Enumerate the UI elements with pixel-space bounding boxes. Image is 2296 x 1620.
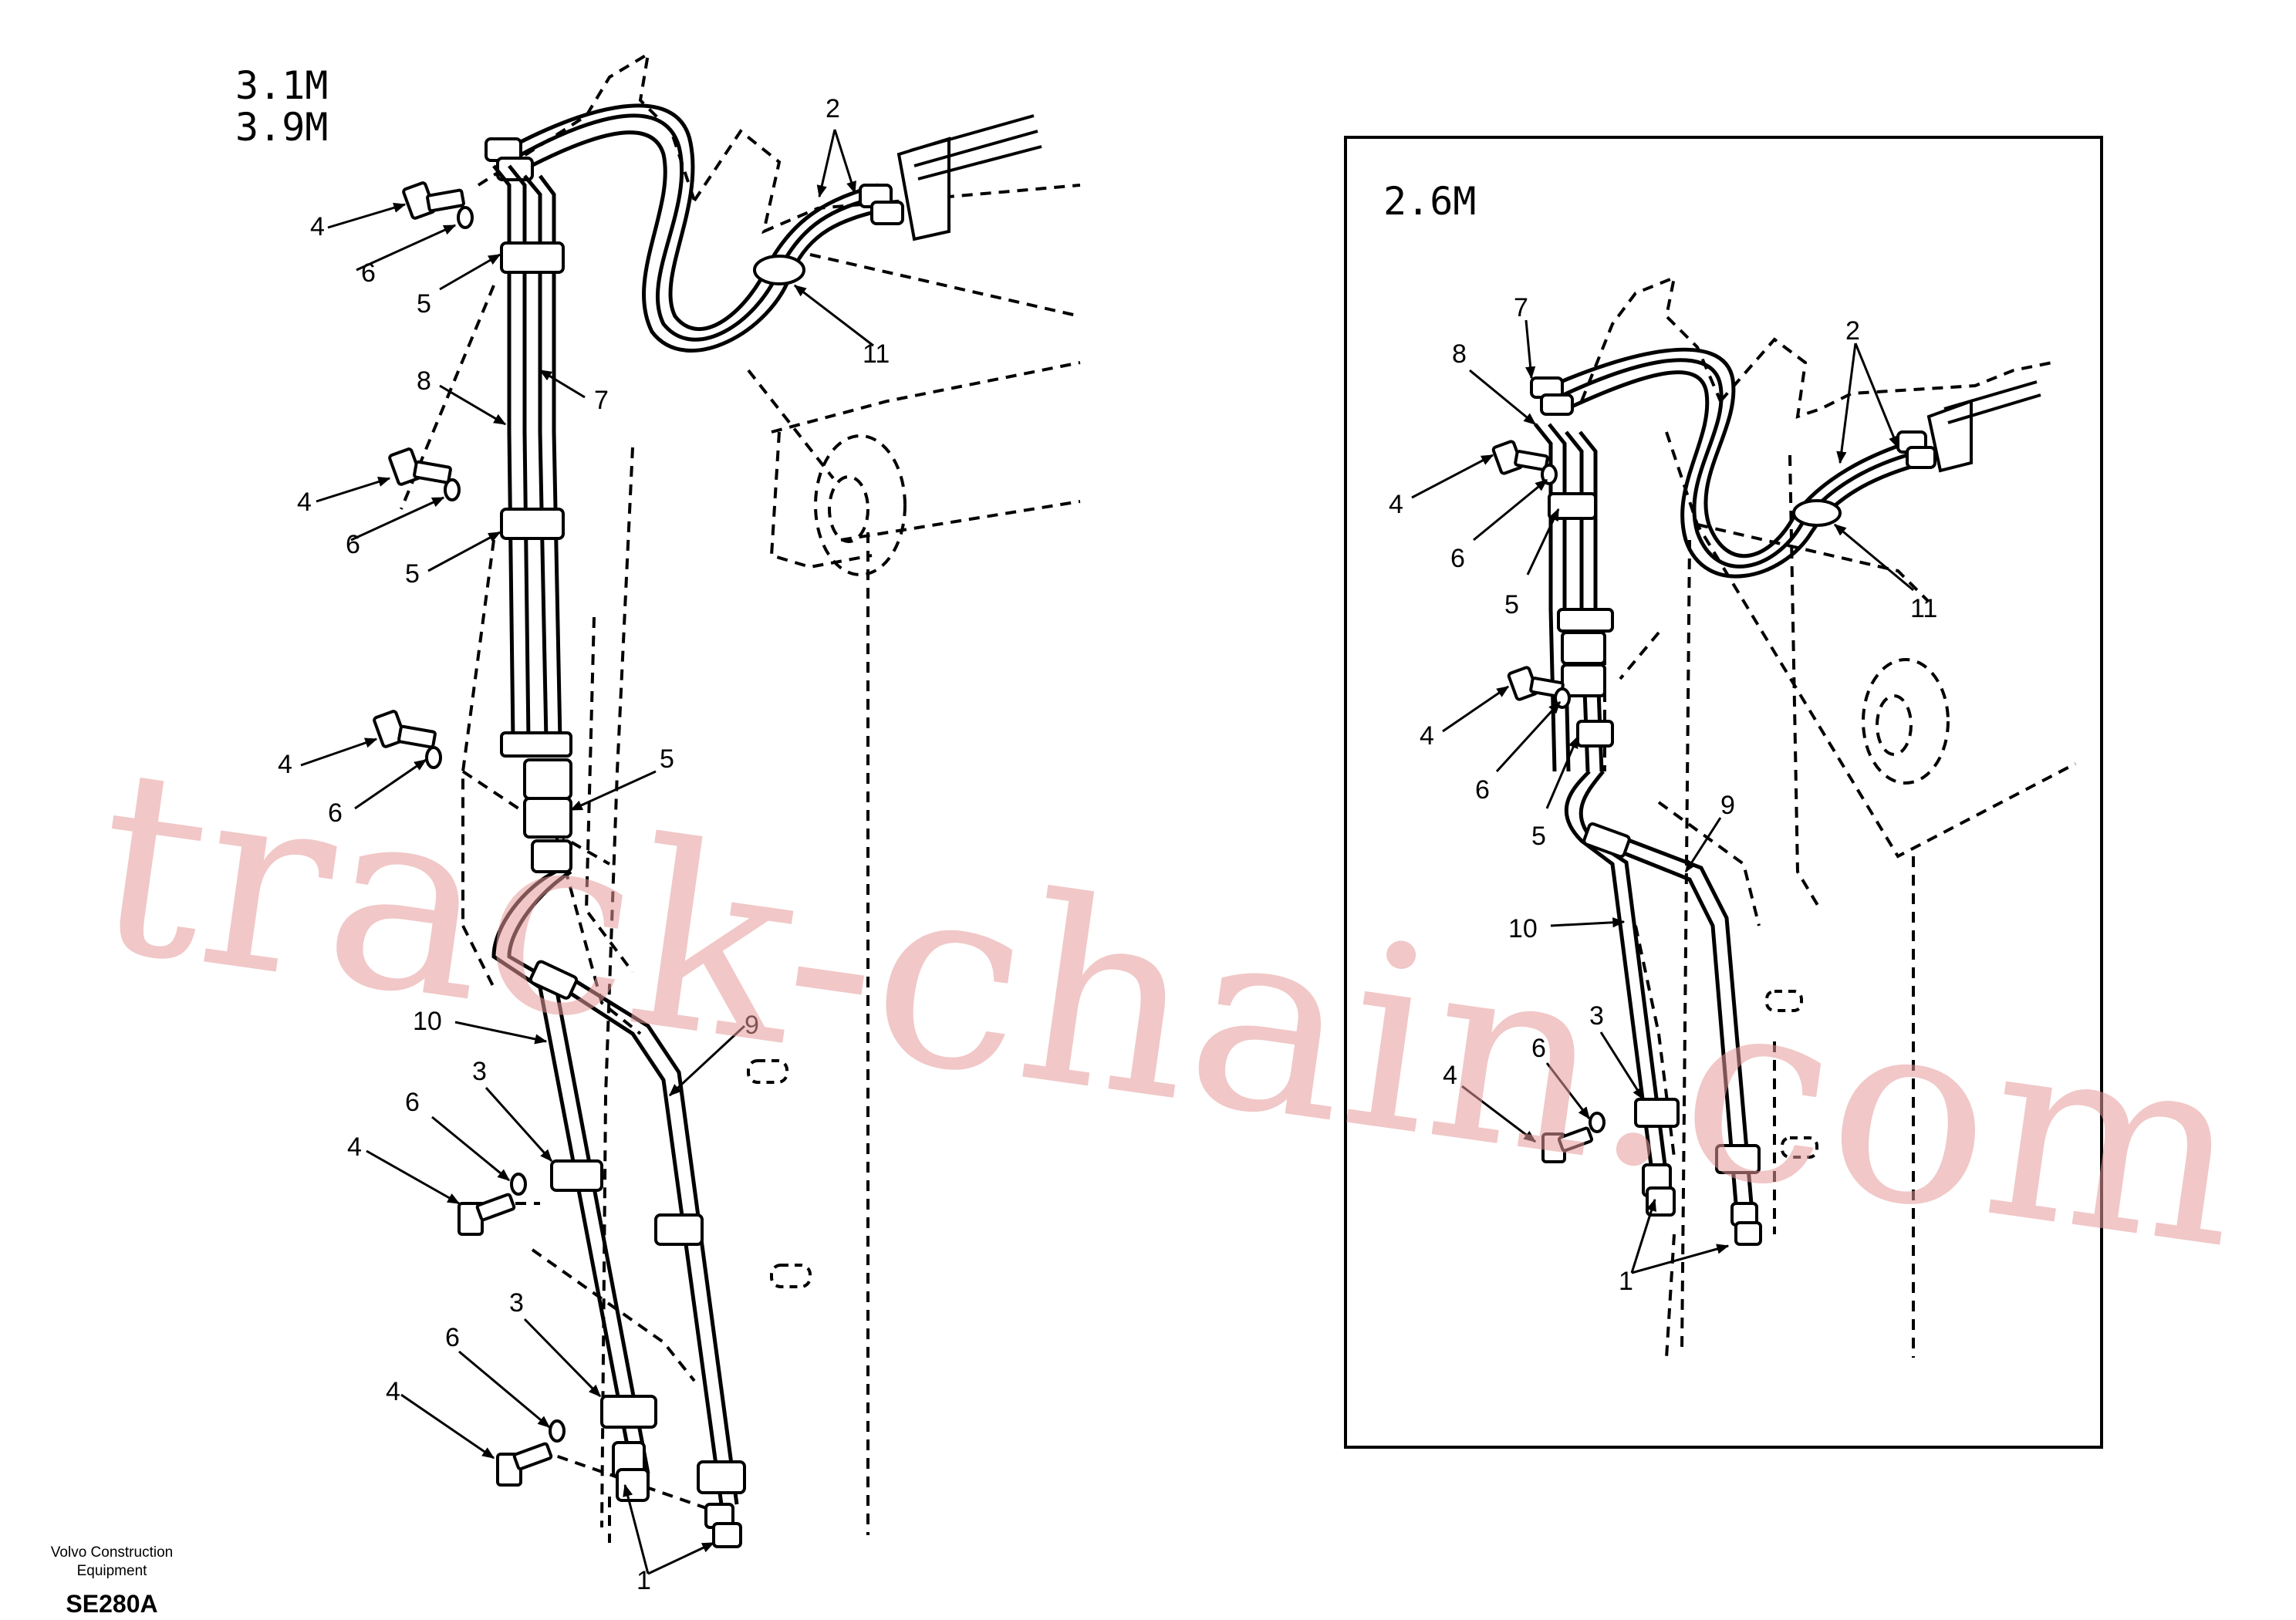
inset-callout-11: 11 xyxy=(1910,594,1937,623)
callout-6: 6 xyxy=(328,798,343,828)
inset-callout-7: 7 xyxy=(1514,293,1528,322)
inset-clamps xyxy=(1548,492,1762,1246)
pipes-7-8 xyxy=(492,164,562,741)
main-leaders xyxy=(300,129,874,1575)
callout-6: 6 xyxy=(361,258,376,288)
callout-5: 5 xyxy=(417,289,431,319)
watermark: track-chain.com xyxy=(79,711,2260,1305)
inset-leaders xyxy=(1411,319,1914,1274)
footer: Volvo Construction Equipment SE280A xyxy=(51,1544,173,1618)
callout-5: 5 xyxy=(405,559,420,589)
callout-1: 1 xyxy=(636,1566,651,1595)
callout-3: 3 xyxy=(472,1057,487,1086)
company-name-line1: Volvo Construction xyxy=(51,1544,173,1561)
inset-hose-parts xyxy=(1530,376,2041,527)
hose-clamp xyxy=(753,255,805,285)
callout-3: 3 xyxy=(509,1288,524,1318)
main-view-label-2: 3.9M xyxy=(235,105,328,150)
company-name-line2: Equipment xyxy=(77,1563,148,1579)
callout-4: 4 xyxy=(310,212,325,241)
callout-8: 8 xyxy=(417,366,431,396)
bolt-washer-sets xyxy=(373,181,566,1487)
flex-hoses xyxy=(496,103,884,353)
callout-5: 5 xyxy=(660,744,674,774)
callout-11: 11 xyxy=(863,339,890,369)
pipe-clamps-lower xyxy=(528,960,746,1548)
inset-flex-hoses xyxy=(1541,347,1926,579)
inset-view: 2.6M xyxy=(1344,136,2103,1449)
inset-callout-2: 2 xyxy=(1845,316,1860,346)
inset-frame xyxy=(1344,136,2103,1449)
callout-4: 4 xyxy=(386,1377,400,1406)
callout-10: 10 xyxy=(413,1007,442,1036)
inset-callout-1: 1 xyxy=(1619,1267,1633,1296)
inset-callout-5: 5 xyxy=(1531,822,1546,851)
main-view-label-1: 3.1M xyxy=(235,63,328,108)
link-outlines xyxy=(747,1059,812,1288)
callout-6: 6 xyxy=(346,530,360,559)
inset-view-label: 2.6M xyxy=(1383,179,1476,224)
pipe-clamps-upper xyxy=(500,241,572,873)
inset-callout-8: 8 xyxy=(1452,339,1467,369)
inset-callout-6: 6 xyxy=(1475,775,1490,805)
inset-callout-4: 4 xyxy=(1420,721,1434,751)
main-view: 3.1M 3.9M 2 11 8 7 4 6 5 4 6 5 4 6 5 10 … xyxy=(235,51,1081,1595)
inset-callout-6: 6 xyxy=(1531,1034,1546,1063)
inset-callout-9: 9 xyxy=(1720,791,1735,820)
diagram-code: SE280A xyxy=(66,1590,157,1618)
callout-9: 9 xyxy=(745,1011,759,1040)
callout-2: 2 xyxy=(826,94,840,123)
pipes-9-10 xyxy=(491,869,739,1505)
hose-fittings xyxy=(485,114,1042,241)
callout-4: 4 xyxy=(278,750,292,779)
callout-4: 4 xyxy=(297,488,312,517)
inset-callout-5: 5 xyxy=(1504,590,1519,619)
inset-callout-6: 6 xyxy=(1450,544,1465,573)
callout-6: 6 xyxy=(445,1323,460,1352)
callout-4: 4 xyxy=(347,1132,362,1162)
inset-callout-4: 4 xyxy=(1443,1061,1457,1090)
inset-callout-3: 3 xyxy=(1589,1001,1604,1031)
inset-callout-4: 4 xyxy=(1389,490,1403,519)
inset-callout-10: 10 xyxy=(1508,914,1538,943)
inset-bolt-washer-sets xyxy=(1491,440,1606,1163)
callout-7: 7 xyxy=(594,386,609,415)
callout-6: 6 xyxy=(405,1088,420,1117)
inset-link-outlines xyxy=(1765,990,1818,1159)
